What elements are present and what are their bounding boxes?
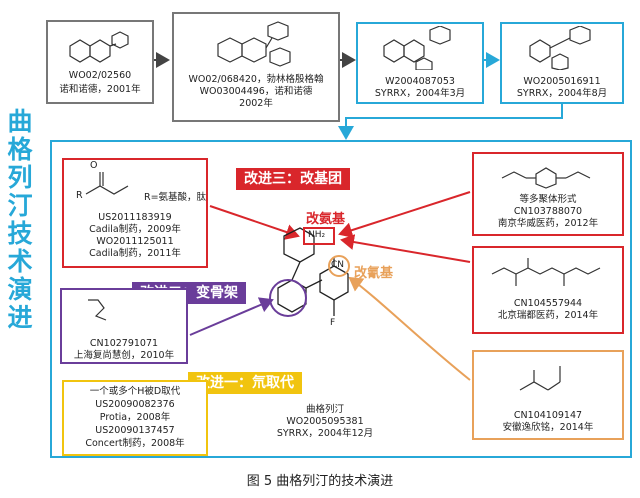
patent-holder: Protia，2008年 — [99, 412, 171, 423]
patent-code: CN102791071 — [89, 338, 159, 349]
figure-caption: 图 5 曲格列汀的技术演进 — [246, 474, 394, 489]
arrow-orange — [348, 276, 471, 381]
box-right-mid-red: CN104557944 北京瑞都医药，2014年 — [472, 246, 624, 334]
molecule-icon — [217, 21, 291, 67]
o-label: O — [90, 160, 98, 171]
box-orange: CN104109147 安徽逸欣铭，2014年 — [472, 350, 624, 440]
patent-holder: 安徽逸欣铭，2014年 — [502, 422, 594, 433]
patent-code: US20090082376 — [95, 399, 175, 410]
timeline-code-4: WO2005016911 — [523, 76, 601, 87]
patent-code: CN103788070 — [513, 206, 583, 217]
patent-holder: Cadila制药，2011年 — [89, 248, 181, 259]
timeline-company-4: SYRRX，2004年8月 — [516, 88, 608, 99]
label-nh2: NH₂ — [308, 230, 326, 240]
arrow-purple — [189, 297, 274, 336]
arrow-right-mid-to-nh2 — [340, 234, 471, 263]
molecule-icon — [88, 299, 107, 321]
timeline-company-1: 诺和诺德，2001年 — [59, 84, 141, 95]
box-top-left-red: R O R=氨基酸，肽 US2011183919 Cadila制药，2009年 … — [62, 158, 208, 268]
molecule-icon — [383, 26, 451, 70]
molecule-icon — [69, 31, 129, 63]
center-company: SYRRX，2004年12月 — [276, 428, 374, 439]
timeline-code-2: WO02/068420，勃林格殷格翰 WO03004496，诺和诺德 2002年 — [188, 74, 324, 109]
arrow-right-top-to-nh2 — [338, 191, 471, 238]
core-highlight-circle — [269, 279, 307, 317]
banner-improve3: 改进三：改基团 — [236, 168, 350, 190]
patent-code: CN104109147 — [513, 410, 583, 421]
arrow-left-to-nh2 — [209, 205, 300, 240]
timeline-box-1: WO02/02560 诺和诺德，2001年 — [46, 20, 154, 104]
patent-holder: 南京华威医药，2012年 — [497, 218, 599, 229]
label-cn: CN — [331, 260, 345, 270]
r-label: R — [76, 190, 83, 201]
main-entry-arrow — [338, 104, 563, 140]
r-description: R=氨基酸，肽 — [144, 192, 207, 203]
polymer-note: 等多聚体形式 — [519, 194, 577, 205]
center-patent: WO2005095381 — [286, 416, 364, 427]
deuteration-note: 一个或多个H被D取代 — [89, 386, 181, 397]
center-name: 曲格列汀 — [305, 404, 344, 415]
vertical-title: 曲 格 列 汀 技 术 演 进 — [7, 107, 33, 332]
patent-holder: 上海复尚慧创，2010年 — [73, 350, 175, 361]
patent-holder: 北京瑞都医药，2014年 — [497, 310, 599, 321]
molecule-icon — [501, 167, 591, 189]
molecule-icon — [529, 26, 591, 70]
box-yellow: 一个或多个H被D取代 US20090082376 Protia，2008年 US… — [62, 380, 208, 456]
molecule-icon — [519, 366, 561, 391]
molecule-icon — [85, 172, 129, 195]
timeline-company-3: SYRRX，2004年3月 — [374, 88, 466, 99]
label-f: F — [330, 318, 336, 328]
nh2-highlight-rect — [303, 227, 335, 245]
patent-holder: Cadila制药，2009年 — [89, 224, 181, 235]
timeline-box-3: W2004087053 SYRRX，2004年3月 — [356, 22, 484, 104]
banner-improve1: 改进一：氘取代 — [188, 372, 302, 394]
patent-code: WO2011125011 — [96, 236, 174, 247]
label-modify-cyano: 改氰基 — [354, 266, 394, 281]
patent-code: US2011183919 — [98, 212, 172, 223]
timeline-box-2: WO02/068420，勃林格殷格翰 WO03004496，诺和诺德 2002年 — [172, 12, 340, 122]
patent-code: US20090137457 — [95, 425, 175, 436]
box-purple: CN102791071 上海复尚慧创，2010年 — [60, 288, 188, 364]
label-modify-amino: 改氨基 — [306, 212, 346, 227]
box-right-top-red: 等多聚体形式 CN103788070 南京华威医药，2012年 — [472, 152, 624, 236]
patent-holder: Concert制药，2008年 — [85, 438, 185, 449]
molecule-icon — [491, 258, 601, 286]
timeline-code-1: WO02/02560 — [68, 70, 132, 81]
timeline-code-3: W2004087053 — [385, 76, 455, 87]
main-evolution-frame — [50, 140, 632, 458]
timeline-box-4: WO2005016911 SYRRX，2004年8月 — [500, 22, 624, 104]
patent-code: CN104557944 — [513, 298, 583, 309]
cn-highlight-circle — [328, 255, 350, 277]
